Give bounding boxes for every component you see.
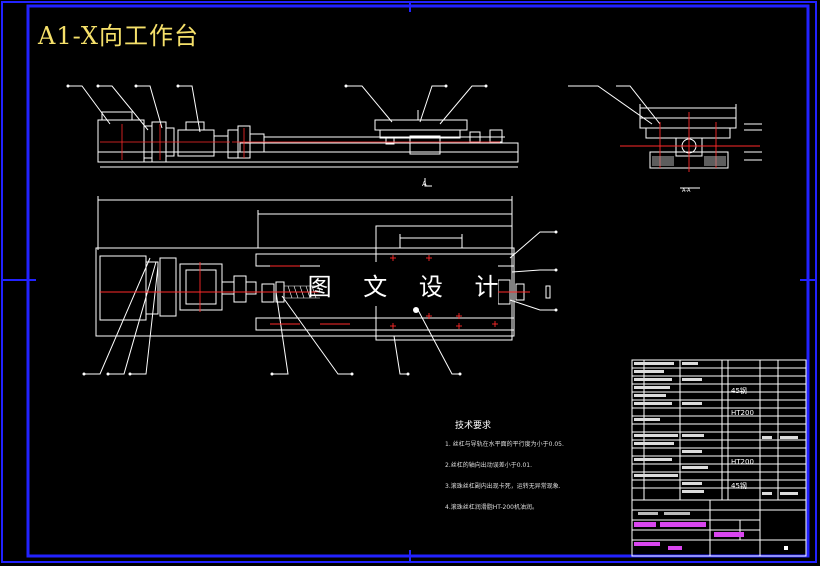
bom-material: HT200 bbox=[731, 458, 754, 466]
bom-material: HT200 bbox=[731, 409, 754, 417]
front-centerlines bbox=[100, 124, 500, 160]
front-label-dots bbox=[66, 84, 488, 88]
base-rail bbox=[239, 142, 519, 153]
side-view-aa bbox=[568, 85, 762, 189]
parts-list-cell-text bbox=[634, 362, 798, 495]
tech-req-item: 1. 丝杠与导轨在水平面的平行度为小于0.05. bbox=[445, 441, 564, 448]
nut-block bbox=[409, 135, 441, 155]
technical-requirements: 技术要求 1. 丝杠与导轨在水平面的平行度为小于0.05. 2.丝杠的轴向出动误… bbox=[445, 418, 564, 523]
front-elevation-view bbox=[68, 85, 519, 187]
view-label-a: A bbox=[422, 180, 427, 188]
bom-material: 45钢 bbox=[731, 482, 747, 490]
bom-material: 45钢 bbox=[731, 387, 747, 395]
plan-view bbox=[84, 196, 556, 375]
side-centerlines bbox=[620, 112, 760, 172]
watermark-banner: 图 文 设 计 bbox=[308, 262, 498, 306]
title-block bbox=[631, 499, 807, 557]
plan-motor bbox=[99, 255, 147, 321]
motor-body bbox=[97, 119, 145, 163]
plan-label-dots bbox=[82, 230, 558, 376]
title-block-cells bbox=[634, 512, 788, 550]
drawing-title: A1-X向工作台 bbox=[38, 22, 199, 50]
side-table bbox=[639, 117, 737, 129]
tech-req-item: 4.滚珠丝杠润滑脂HT-200机油润。 bbox=[445, 504, 538, 511]
tech-req-item: 2.丝杠的轴向出动误差小于0.01. bbox=[445, 462, 532, 469]
table-top bbox=[374, 119, 468, 131]
side-hatching bbox=[652, 156, 726, 166]
view-label-aa: A-A bbox=[682, 188, 691, 194]
tech-req-item: 3.滚珠丝杠副内出现卡死，运转无异常现象. bbox=[445, 483, 561, 490]
tech-req-heading: 技术要求 bbox=[455, 421, 492, 431]
base-plate bbox=[97, 151, 519, 163]
